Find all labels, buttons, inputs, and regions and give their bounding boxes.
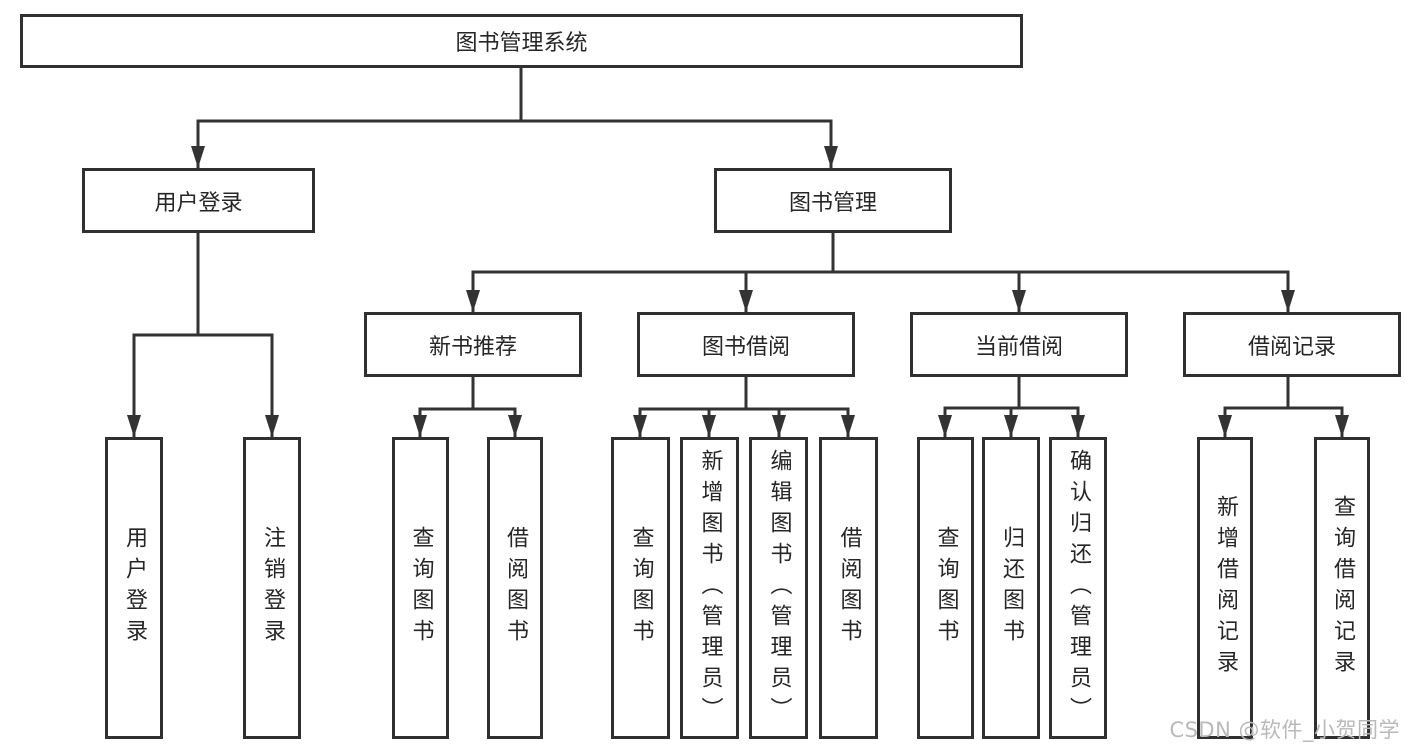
leaf-cur-return-books: 归还图书 — [982, 437, 1040, 739]
leaf-bb-query-books: 查询图书 — [611, 437, 670, 739]
leaf-bb-borrow-books: 借阅图书 — [819, 437, 878, 739]
leaf-cur-confirm-return-admin: 确认归还（管理员） — [1049, 437, 1107, 739]
leaf-bb-edit-books-admin: 编辑图书（管理员） — [749, 437, 808, 739]
node-user-login: 用户登录 — [82, 168, 315, 233]
node-label: 借阅记录 — [1247, 334, 1336, 360]
node-current-borrow: 当前借阅 — [910, 312, 1128, 377]
leaf-nb-query-books: 查询图书 — [392, 437, 449, 739]
node-label: 用户登录 — [154, 190, 243, 216]
node-label: 借阅图书 — [836, 526, 862, 650]
node-label: 图书借阅 — [701, 334, 790, 360]
leaf-cur-query-books: 查询图书 — [917, 437, 974, 739]
node-label: 图书管理 — [788, 190, 877, 216]
node-label: 新书推荐 — [428, 334, 517, 360]
leaf-rec-add-record: 新增借阅记录 — [1197, 437, 1253, 739]
leaf-rec-query-record: 查询借阅记录 — [1314, 437, 1370, 739]
node-label: 用户登录 — [122, 526, 147, 650]
node-label: 查询借阅记录 — [1330, 495, 1355, 681]
node-label: 编辑图书（管理员） — [766, 448, 792, 728]
node-label: 查询图书 — [408, 526, 434, 650]
leaf-bb-add-books-admin: 新增图书（管理员） — [680, 437, 739, 739]
node-label: 确认归还（管理员） — [1066, 448, 1091, 728]
node-label: 归还图书 — [999, 526, 1024, 650]
node-book-mgmt: 图书管理 — [714, 168, 952, 233]
watermark: CSDN @软件_小贺同学 — [1169, 718, 1400, 742]
node-book-borrow: 图书借阅 — [637, 312, 855, 377]
node-label: 当前借阅 — [974, 334, 1063, 360]
node-library-system: 图书管理系统 — [20, 14, 1023, 68]
node-borrow-records: 借阅记录 — [1183, 312, 1401, 377]
node-label: 查询图书 — [933, 526, 959, 650]
node-label: 图书管理系统 — [455, 31, 588, 56]
node-label: 查询图书 — [628, 526, 654, 650]
node-new-books: 新书推荐 — [364, 312, 582, 377]
node-label: 借阅图书 — [503, 526, 528, 650]
node-label: 注销登录 — [260, 526, 285, 650]
node-label: 新增借阅记录 — [1213, 495, 1238, 681]
node-label: 新增图书（管理员） — [697, 448, 723, 728]
leaf-user-login: 用户登录 — [105, 437, 163, 739]
leaf-nb-borrow-books: 借阅图书 — [487, 437, 543, 739]
leaf-logout: 注销登录 — [243, 437, 301, 739]
